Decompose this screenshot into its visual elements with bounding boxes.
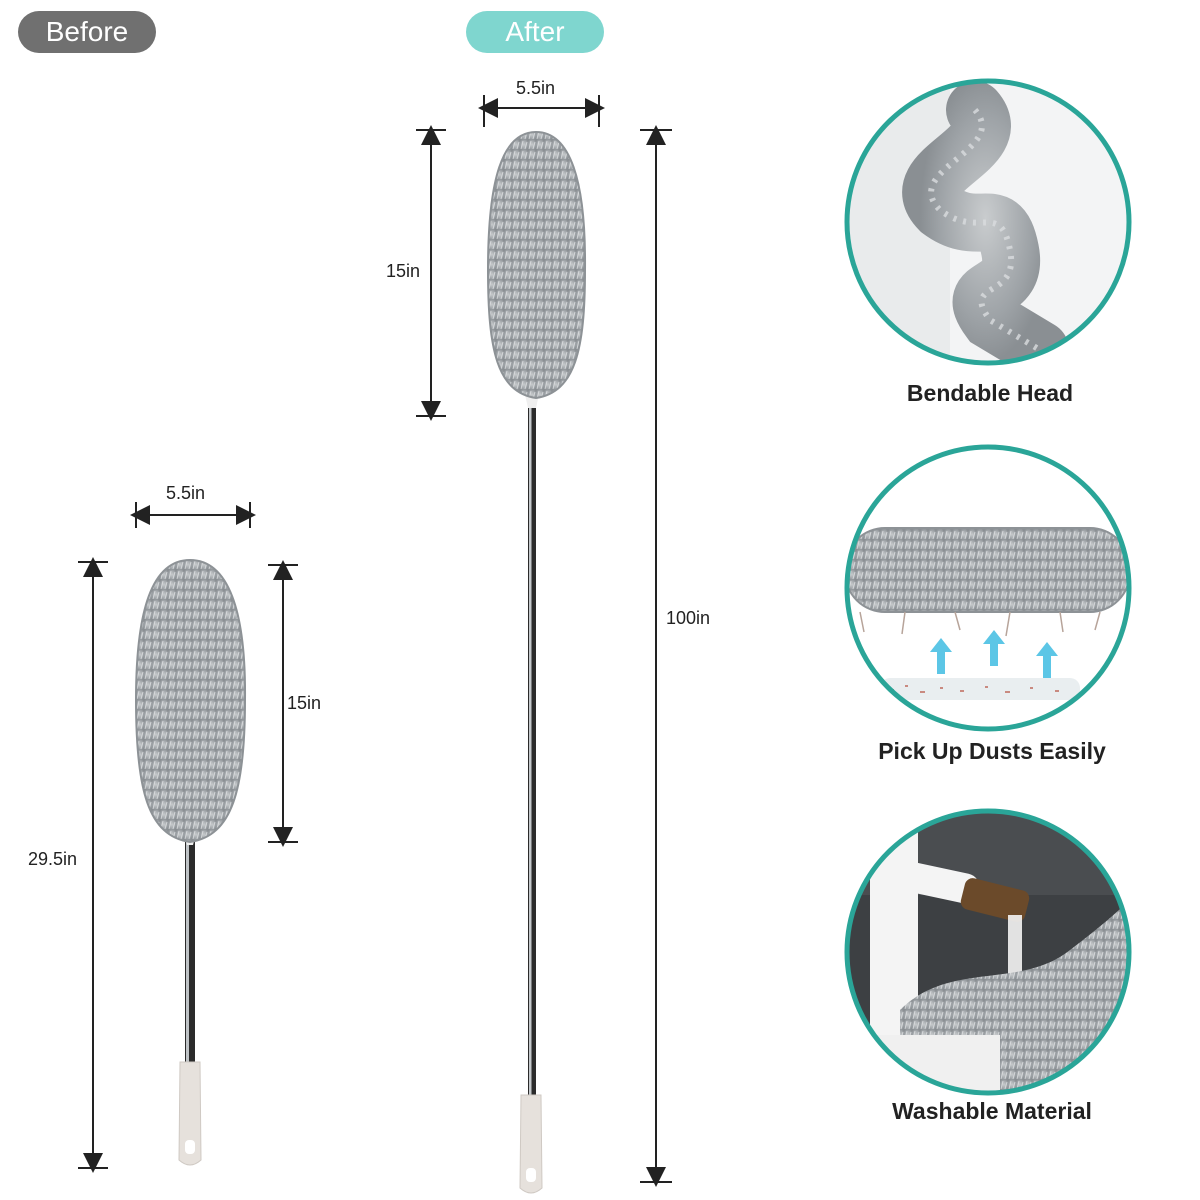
after-grip-hole [526,1168,536,1182]
before-head-length-dimension [268,560,298,847]
after-grip [519,1094,543,1194]
feature-caption-bendable-head: Bendable Head [906,380,1074,406]
after-duster-head [486,130,587,400]
arrow-up-icon [983,630,1005,666]
feature-caption-pick-up-dusts: Pick Up Dusts Easily [878,738,1106,764]
after-width-dimension [478,95,605,127]
before-total-length-label: 29.5in [28,849,78,869]
before-badge: Before [18,11,156,53]
before-duster-head [134,558,247,844]
before-head-length-label: 15in [287,693,322,713]
after-total-length-dimension [640,125,672,1187]
before-badge-label: Before [45,16,129,47]
after-total-length-label: 100in [666,608,711,628]
before-total-length-dimension [78,557,108,1173]
feature-circle-bendable-head [844,78,1132,366]
feature-circle-pick-up-dusts [844,444,1132,732]
feature-circle-washable-material [844,808,1132,1096]
before-width-label: 5.5in [166,483,206,503]
after-badge-label: After [505,16,565,47]
feature-caption-washable-material: Washable Material [892,1098,1092,1124]
before-handle-shine [186,840,189,1070]
before-width-dimension [130,502,256,528]
before-duster [134,558,247,1166]
after-handle-rod [528,400,536,1100]
arrow-up-icon [1036,642,1058,678]
after-width-label: 5.5in [516,78,556,98]
arrow-up-icon [930,638,952,674]
after-badge: After [466,11,604,53]
before-handle-rod [185,840,195,1070]
after-duster [486,130,587,1194]
before-grip-hole [185,1140,195,1154]
before-grip [178,1061,202,1166]
after-head-length-label: 15in [386,261,421,281]
after-head-length-dimension [416,125,446,421]
after-handle-shine [529,400,532,1100]
